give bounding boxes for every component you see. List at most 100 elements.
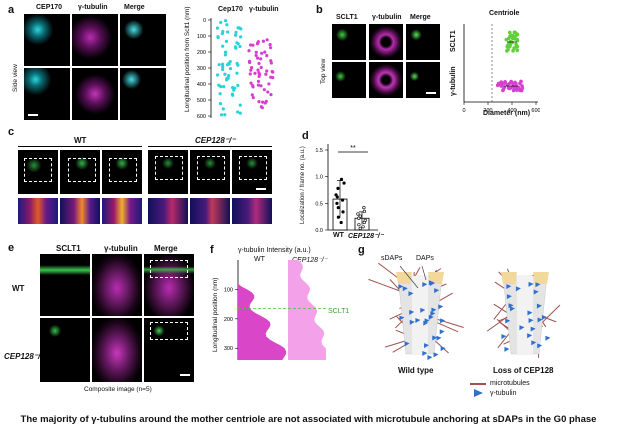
panel-a-cep170-point: [218, 92, 222, 96]
microtubule: [433, 317, 464, 328]
gtub-triangle: [430, 280, 436, 286]
panel-a-cep170-point: [235, 41, 239, 45]
panel-c-ko-bracket: [148, 146, 272, 147]
panel-c-scalebar: [256, 188, 266, 190]
panel-b-sclt1-point: [511, 49, 515, 53]
gtub-triangle: [519, 325, 525, 331]
panel-d-point: [336, 205, 340, 210]
daps-right: [428, 272, 444, 284]
gtub-triangle: [541, 315, 547, 321]
panel-a-gtub-point: [260, 51, 264, 55]
panel-d-significance: **: [350, 145, 356, 152]
panel-d-point: [358, 214, 362, 218]
panel-d-points: [334, 177, 367, 230]
panel-d-point: [362, 220, 366, 225]
panel-c-wt-img-1: [18, 150, 58, 194]
panel-a-img-merge-2: [120, 68, 166, 120]
panel-e-img-sclt1-wt: [40, 254, 90, 316]
panel-g-title-wt: Wild type: [398, 366, 434, 375]
panel-b-header-gtub: γ-tubulin: [372, 14, 402, 21]
panel-a-gtub-point: [259, 105, 263, 109]
gtub-triangle: [527, 333, 533, 339]
panel-e-header-gtub: γ-tubulin: [104, 244, 138, 253]
panel-a-cep170-point: [217, 63, 221, 67]
figure-footer-caption: The majority of γ-tubulins around the mo…: [20, 414, 597, 425]
panel-a-gtub-point: [254, 53, 258, 58]
panel-g-diagram: [368, 262, 561, 361]
panel-f-ytick-label: 100: [224, 287, 233, 293]
panel-b-row-gtub: γ-tubulin: [450, 66, 457, 96]
panel-g-title-ko: Loss of CEP128: [493, 366, 554, 375]
panel-b-gtub-point: [518, 88, 522, 93]
panel-a-ytick-label: 200: [197, 50, 206, 56]
panel-a-cep170-point: [238, 111, 242, 115]
panel-a-cep170-point: [239, 27, 243, 31]
panel-a-gtub-point: [249, 43, 253, 47]
panel-g-pointer-sdaps: [399, 265, 419, 289]
panel-a-gtub-point: [257, 99, 261, 104]
panel-g-legend-mt: microtubules: [490, 380, 530, 387]
panel-b-scalebar: [426, 92, 436, 94]
panel-a-cep170-point: [221, 44, 225, 48]
panel-a-ytick-label: 400: [197, 82, 206, 88]
panel-b-gtub-points: [495, 79, 525, 93]
gtub-triangle: [438, 304, 444, 310]
gtub-triangle: [415, 317, 421, 323]
panel-d-cat-ko: CEP128⁻/⁻: [348, 233, 384, 240]
panel-d-point: [361, 225, 365, 229]
gtub-triangle: [440, 318, 446, 324]
panel-a-plot-ylabel: Longitudinal position from Sclt1 (nm): [184, 6, 191, 113]
panel-b-xtick-label: 600: [531, 108, 540, 114]
panel-g-legend-mt-swatch: [470, 383, 486, 385]
panel-a-letter: a: [8, 4, 15, 16]
panel-d-letter: d: [302, 130, 309, 142]
panel-a-cep170-point: [215, 73, 220, 77]
panel-g-label-sdaps: sDAPs: [381, 255, 403, 262]
panel-f-series-wt: WT: [254, 256, 265, 263]
panel-a-img-merge-1: [120, 14, 166, 66]
panel-b-sclt1-point: [515, 32, 520, 37]
panel-g-label-daps: DAPs: [416, 255, 434, 262]
panel-g-letter: g: [358, 244, 365, 256]
panel-a-gtub-point: [249, 81, 253, 85]
panel-a-cep170-point: [238, 103, 242, 107]
panel-a-gtub-point: [251, 96, 255, 100]
panel-a-ytick-label: 300: [197, 66, 206, 72]
panel-a-cep170-point: [221, 65, 225, 69]
panel-a-cep170-point: [223, 53, 228, 57]
panel-a-gtub-point: [265, 53, 269, 58]
panel-e-img-gtub-wt: [92, 254, 142, 316]
panel-a-gtub-point: [271, 75, 275, 80]
panel-g-legend-gtub: γ-tubulin: [490, 390, 517, 397]
panel-b-centriole-label: Centriole: [489, 10, 520, 17]
panel-a-header-gtub: γ-tubulin: [78, 4, 108, 11]
gtub-triangle: [404, 341, 410, 347]
panel-b-gtub-point: [505, 82, 510, 87]
daps-left: [396, 272, 412, 284]
panel-a-gtub-point: [253, 71, 257, 75]
panel-a-ytick-label: 0: [203, 18, 206, 24]
panel-a-header-cep170: CEP170: [36, 4, 63, 11]
panel-a-cep170-point: [218, 102, 223, 106]
panel-d-point: [336, 186, 340, 191]
panel-a-gtub-point: [248, 60, 252, 65]
panel-a-cep170-point: [224, 19, 228, 23]
panel-f-wt-profile: [238, 277, 286, 360]
panel-a-gtub-point: [267, 82, 271, 86]
panel-d-point: [356, 212, 360, 216]
panel-d-point: [335, 201, 339, 205]
panel-b-sclt1-point: [512, 46, 516, 50]
gtub-triangle: [506, 294, 512, 300]
panel-a-gtub-point: [249, 68, 253, 72]
gtub-triangle: [531, 340, 537, 346]
panel-b-letter: b: [316, 4, 323, 16]
microtubule: [368, 278, 406, 294]
panel-a-gtub-point: [256, 83, 260, 87]
panel-a-gtub-point: [259, 65, 263, 70]
panel-d-bar-chart: 0.00.51.01.5 **: [315, 144, 378, 234]
gtub-triangle: [533, 289, 539, 295]
panel-a-cep170-point: [219, 20, 223, 25]
gtub-triangle: [424, 343, 430, 349]
panel-d-bars: [332, 180, 370, 231]
